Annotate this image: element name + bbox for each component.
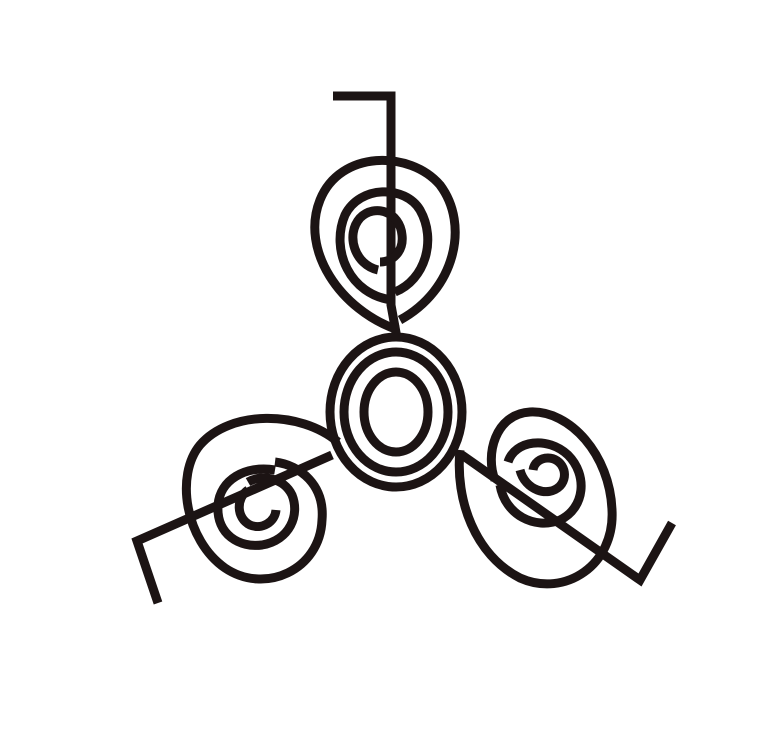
top-spiral-inner: [348, 206, 407, 275]
center-ring-outer: [325, 332, 467, 492]
left-hook-line: [131, 450, 334, 605]
top-spiral-middle: [335, 187, 433, 305]
left-spiral-middle: [213, 464, 300, 550]
right-spiral: [454, 407, 676, 589]
top-spiral: [310, 91, 460, 339]
right-spiral-inner: [515, 453, 569, 496]
right-spiral-outer: [454, 407, 617, 589]
right-spiral-middle: [495, 438, 586, 528]
top-hook-line: [333, 91, 402, 339]
left-spiral-outer: [181, 413, 341, 584]
center-ring-inner: [359, 367, 433, 457]
left-spiral-inner: [234, 486, 281, 531]
center-rings: [325, 332, 467, 492]
right-hook-line: [459, 451, 676, 587]
top-spiral-outer: [310, 155, 460, 335]
center-ring-middle: [339, 347, 453, 477]
left-spiral: [131, 413, 341, 605]
